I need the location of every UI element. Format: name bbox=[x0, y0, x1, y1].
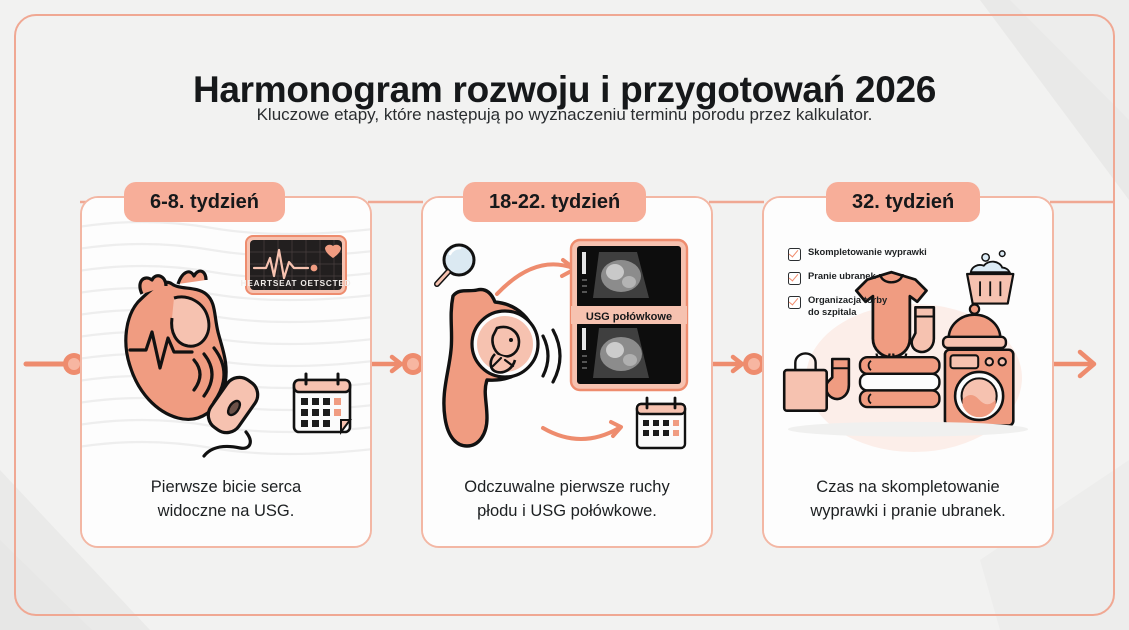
curved-arrow-bottom-icon bbox=[541, 426, 621, 441]
folded-towels-icon bbox=[858, 355, 941, 409]
preparation-checklist: Skompletowanie wyprawki Pranie ubranek O… bbox=[788, 246, 927, 328]
card2-caption-line1: Odczuwalne pierwsze ruchy bbox=[464, 478, 670, 497]
page-frame bbox=[14, 14, 1115, 616]
pregnant-belly-icon bbox=[442, 287, 540, 448]
anatomical-heart-icon bbox=[124, 269, 228, 421]
fetus-icon bbox=[489, 325, 521, 374]
card1-illustration: HEARTSEAT OETSCTED bbox=[124, 235, 352, 458]
page-subtitle: Kluczowe etapy, które następują po wyzna… bbox=[256, 105, 873, 124]
checklist-label: Pranie ubranek bbox=[808, 270, 876, 281]
ultrasound-scan-icon: USG połówkowe bbox=[569, 238, 689, 392]
shopping-bag-icon bbox=[782, 352, 829, 413]
badge-week-6-8[interactable]: 6-8. tydzień bbox=[124, 182, 285, 222]
checkbox-checked-icon[interactable] bbox=[788, 248, 801, 261]
magnifier-icon bbox=[434, 243, 476, 287]
scan-label: USG połówkowe bbox=[586, 311, 672, 323]
checklist-label: Organizacja torby bbox=[808, 294, 888, 305]
badge-week-18-22[interactable]: 18-22. tydzień bbox=[463, 182, 647, 222]
card3-caption-line2: wyprawki i pranie ubranek. bbox=[810, 502, 1006, 521]
bonnet-icon bbox=[941, 303, 1008, 350]
socks-icon bbox=[824, 357, 851, 401]
checklist-item[interactable]: Skompletowanie wyprawki bbox=[788, 246, 927, 261]
badge-week-32[interactable]: 32. tydzień bbox=[826, 182, 981, 222]
checklist-item[interactable]: Pranie ubranek bbox=[788, 270, 927, 285]
card1-caption-line2: widoczne na USG. bbox=[157, 502, 295, 521]
checklist-item[interactable]: Organizacja torby do szpitala bbox=[788, 294, 927, 319]
motion-wave-icon bbox=[541, 328, 562, 384]
card-week-18-22[interactable]: USG połówkowe Odczuwalne pierwsze ruchy bbox=[421, 196, 713, 548]
card-week-6-8[interactable]: HEARTSEAT OETSCTED Pierwsze bicie s bbox=[80, 196, 372, 548]
page-title: Harmonogram rozwoju i przygotowań 2026 bbox=[192, 68, 937, 110]
card2-caption-line2: płodu i USG połówkowe. bbox=[477, 502, 657, 521]
laundry-basket-icon bbox=[966, 250, 1015, 305]
card3-caption-line1: Czas na skompletowanie bbox=[816, 478, 1000, 497]
socks-icon bbox=[910, 305, 936, 354]
card2-caption: Odczuwalne pierwsze ruchy płodu i USG po… bbox=[437, 476, 697, 524]
card2-illustration: USG połówkowe bbox=[434, 238, 689, 450]
card1-caption-line1: Pierwsze bicie serca bbox=[150, 478, 302, 497]
calendar-icon bbox=[292, 372, 352, 435]
ultrasound-probe-icon bbox=[202, 375, 260, 458]
monitor-label: HEARTSEAT OETSCTED bbox=[241, 279, 352, 288]
card3-caption: Czas na skompletowanie wyprawki i pranie… bbox=[778, 476, 1038, 524]
card3-illustration bbox=[782, 250, 1029, 437]
ecg-monitor-icon: HEARTSEAT OETSCTED bbox=[241, 235, 352, 295]
checklist-label-line2: do szpitala bbox=[808, 306, 857, 318]
calendar-icon bbox=[635, 396, 687, 450]
curved-arrow-icon bbox=[495, 262, 575, 296]
card-week-32[interactable]: Skompletowanie wyprawki Pranie ubranek O… bbox=[762, 196, 1054, 548]
card1-caption: Pierwsze bicie serca widoczne na USG. bbox=[96, 476, 356, 524]
checkbox-checked-icon[interactable] bbox=[788, 296, 801, 309]
checkbox-checked-icon[interactable] bbox=[788, 272, 801, 285]
washing-machine-icon bbox=[943, 348, 1015, 427]
checklist-label: Skompletowanie wyprawki bbox=[808, 246, 927, 257]
